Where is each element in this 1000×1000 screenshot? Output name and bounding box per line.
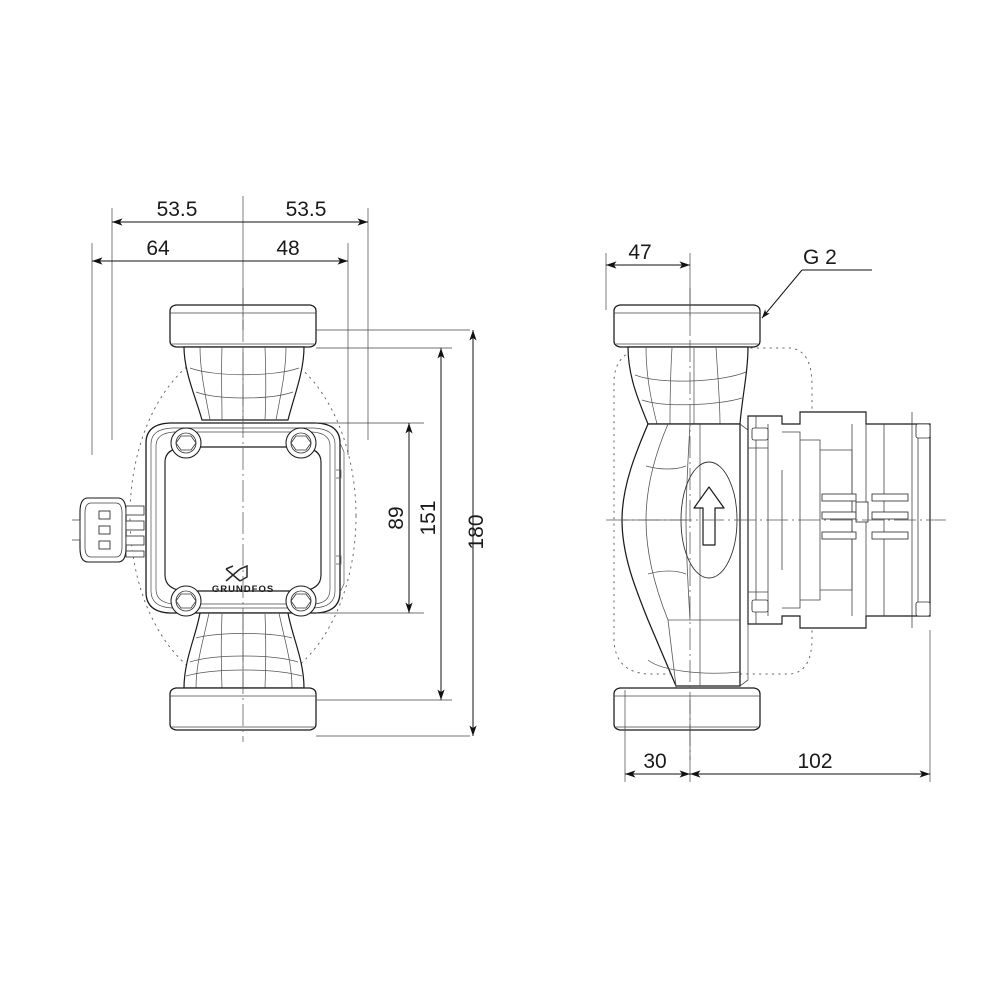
connector-pins <box>98 510 111 550</box>
electrical-connector <box>72 497 145 563</box>
side-view-dimension-lines <box>606 261 930 778</box>
connector-latch <box>125 505 145 558</box>
front-view: GRUNDFOS <box>72 196 488 742</box>
top-neck-body <box>183 346 305 421</box>
callout-g2: G 2 <box>803 246 837 269</box>
side-bottom-flange-lines <box>614 695 760 728</box>
side-view: G 2 47 30 102 <box>605 241 946 782</box>
dim-30: 30 <box>643 750 666 773</box>
side-top-neck-lines <box>634 346 747 425</box>
dim-64: 64 <box>146 237 170 260</box>
dim-180: 180 <box>465 514 488 549</box>
top-neck-contour-lines <box>189 346 300 421</box>
grundfos-mark-icon <box>225 564 248 582</box>
flow-direction-arrow-icon <box>693 486 725 546</box>
motor-housing-rim-lines <box>150 427 336 609</box>
thread-callout-leader <box>761 269 872 319</box>
bolt-bottom-left <box>170 585 202 617</box>
bolt-bottom-right <box>285 585 317 617</box>
housing-corner-bolts <box>170 427 317 617</box>
dim-151: 151 <box>417 500 440 535</box>
bolt-top-left <box>170 427 202 459</box>
side-pump-body <box>621 423 741 687</box>
dim-102: 102 <box>797 750 832 773</box>
grundfos-logo: GRUNDFOS <box>212 564 274 595</box>
dim-47: 47 <box>628 241 651 264</box>
dim-48: 48 <box>276 237 299 260</box>
side-motor-terminal-pins <box>821 493 909 540</box>
bottom-flange-inner-lines <box>170 695 316 728</box>
side-motor-cap-screws <box>751 423 931 617</box>
bolt-top-right <box>285 427 317 459</box>
side-bottom-neck-lines <box>647 659 741 674</box>
dim-89: 89 <box>385 506 408 529</box>
housing-right-edge-detail <box>336 442 345 593</box>
side-bottom-flange <box>613 687 761 731</box>
bottom-neck-body <box>183 612 305 689</box>
side-insulation-envelope <box>613 347 813 675</box>
grundfos-wordmark: GRUNDFOS <box>212 584 274 595</box>
front-view-extension-lines <box>91 196 470 737</box>
dim-53-5-right: 53.5 <box>286 198 327 221</box>
dim-53-5-left: 53.5 <box>157 198 198 221</box>
side-top-flange <box>613 304 761 348</box>
front-view-dimension-lines <box>92 218 477 736</box>
side-top-flange-lines <box>614 312 760 345</box>
